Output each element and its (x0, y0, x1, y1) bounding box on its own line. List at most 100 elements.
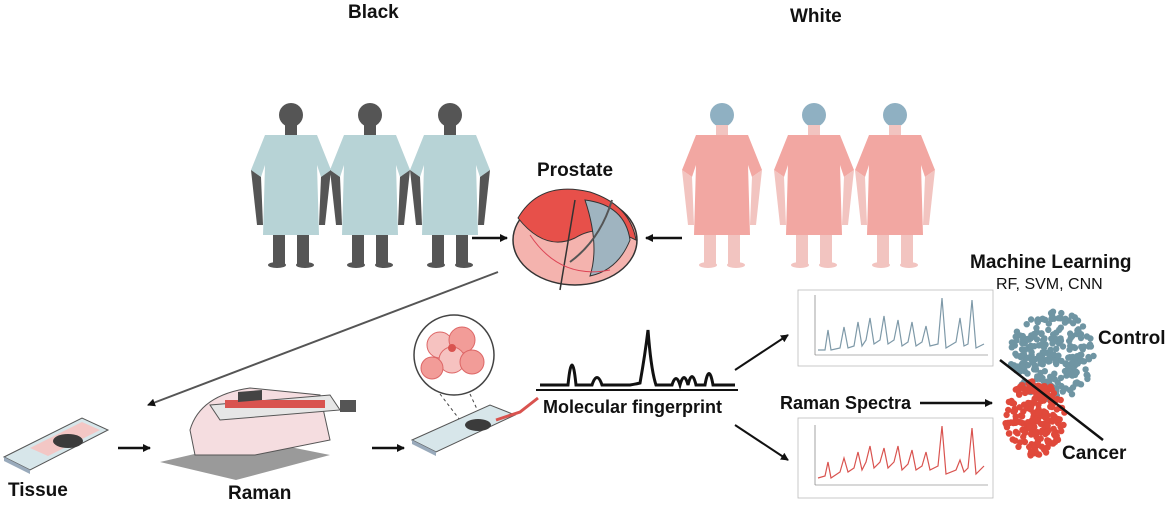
cluster-point (1008, 397, 1015, 405)
cluster-point (1027, 316, 1035, 323)
cluster-point (1041, 368, 1049, 375)
cluster-point (1038, 330, 1045, 337)
cluster-point (1033, 336, 1041, 343)
cluster-point (1017, 368, 1024, 375)
cluster-point (1034, 409, 1042, 416)
cancer-cluster (1002, 378, 1068, 459)
cluster-point (1090, 352, 1097, 360)
cluster-point (1027, 448, 1035, 455)
cluster-point (1003, 424, 1011, 431)
cluster-point (1042, 449, 1050, 456)
cluster-point (1008, 344, 1015, 351)
arrow-to-cancer-spectrum (734, 424, 789, 461)
cluster-point (1018, 346, 1026, 353)
cluster-point (1065, 370, 1072, 377)
cluster-point (1036, 352, 1043, 359)
raman-label: Raman (228, 483, 292, 504)
cluster-point (1013, 385, 1021, 393)
cluster-point (1070, 344, 1078, 351)
prostate-label: Prostate (537, 160, 614, 181)
cluster-point (1029, 416, 1036, 424)
cluster-point (1005, 430, 1013, 437)
cluster-point (1068, 359, 1076, 367)
fingerprint-spectrum (536, 329, 738, 391)
cluster-point (1074, 327, 1081, 334)
cluster-point (1024, 370, 1031, 377)
cluster-point (1087, 343, 1095, 350)
cluster-point (1010, 362, 1018, 369)
cluster-point (1055, 315, 1062, 322)
cluster-point (1018, 352, 1025, 359)
cancer-label: Cancer (1062, 443, 1127, 464)
cluster-point (1054, 395, 1061, 403)
cluster-point (1059, 388, 1067, 395)
ml-cluster (999, 308, 1104, 459)
cluster-point (1039, 315, 1046, 323)
sample-slide (410, 404, 517, 456)
cluster-point (1051, 370, 1058, 377)
cluster-point (1050, 331, 1057, 338)
cluster-point (1079, 358, 1087, 365)
cluster-point (1010, 408, 1017, 415)
cluster-point (1077, 351, 1084, 359)
group-label-white: White (790, 6, 842, 27)
control-spectrum-plot (797, 289, 994, 367)
cluster-point (1045, 326, 1052, 334)
laser-beam (495, 396, 539, 422)
cluster-point (1020, 433, 1027, 441)
cluster-point (1031, 397, 1038, 404)
raman-instrument (160, 387, 356, 480)
tissue-slide (2, 417, 110, 474)
cluster-point (1085, 356, 1093, 363)
cluster-point (1073, 369, 1080, 376)
cluster-point (1083, 333, 1091, 340)
white-figure-3 (855, 103, 935, 268)
cluster-point (1067, 330, 1074, 337)
cluster-point (1058, 427, 1065, 435)
cluster-point (1053, 345, 1060, 352)
cluster-point (1018, 413, 1026, 420)
white-figure-1 (682, 103, 762, 268)
cluster-point (1047, 309, 1055, 317)
cluster-point (1031, 330, 1038, 338)
arrow-to-control-spectrum (734, 334, 789, 371)
cluster-point (1028, 431, 1035, 438)
cluster-point (1039, 374, 1046, 382)
cluster-point (1060, 421, 1067, 429)
cluster-point (1026, 423, 1033, 430)
cluster-point (1056, 416, 1063, 423)
cluster-point (1003, 411, 1010, 419)
cluster-point (1053, 432, 1060, 439)
cluster-point (1039, 361, 1047, 368)
cluster-point (1030, 409, 1037, 416)
cluster-point (1023, 321, 1030, 328)
black-figure-1 (251, 103, 331, 268)
cluster-point (1048, 385, 1055, 393)
cluster-point (1082, 366, 1089, 373)
cluster-point (1050, 351, 1057, 358)
cluster-point (1047, 346, 1054, 353)
ml-methods: RF, SVM, CNN (996, 276, 1103, 293)
cluster-point (1053, 406, 1061, 413)
decision-boundary (999, 359, 1104, 441)
cluster-point (1041, 429, 1049, 436)
cluster-point (1083, 371, 1091, 378)
cluster-point (1045, 320, 1053, 327)
cluster-point (1015, 443, 1022, 450)
cluster-point (1057, 374, 1065, 382)
cluster-point (1066, 354, 1074, 361)
cluster-point (1066, 387, 1074, 394)
cluster-point (1042, 409, 1050, 416)
prostate-illustration (512, 188, 638, 291)
cluster-point (1062, 315, 1069, 322)
cluster-point (1055, 340, 1063, 347)
cancer-spectrum-plot (797, 417, 994, 499)
ml-title: Machine Learning (970, 252, 1132, 273)
cluster-point (1044, 439, 1052, 446)
cluster-point (1037, 420, 1045, 428)
cluster-point (1025, 399, 1032, 407)
cluster-point (1072, 379, 1080, 387)
cell-magnifier (413, 314, 495, 421)
cluster-point (1032, 366, 1040, 373)
